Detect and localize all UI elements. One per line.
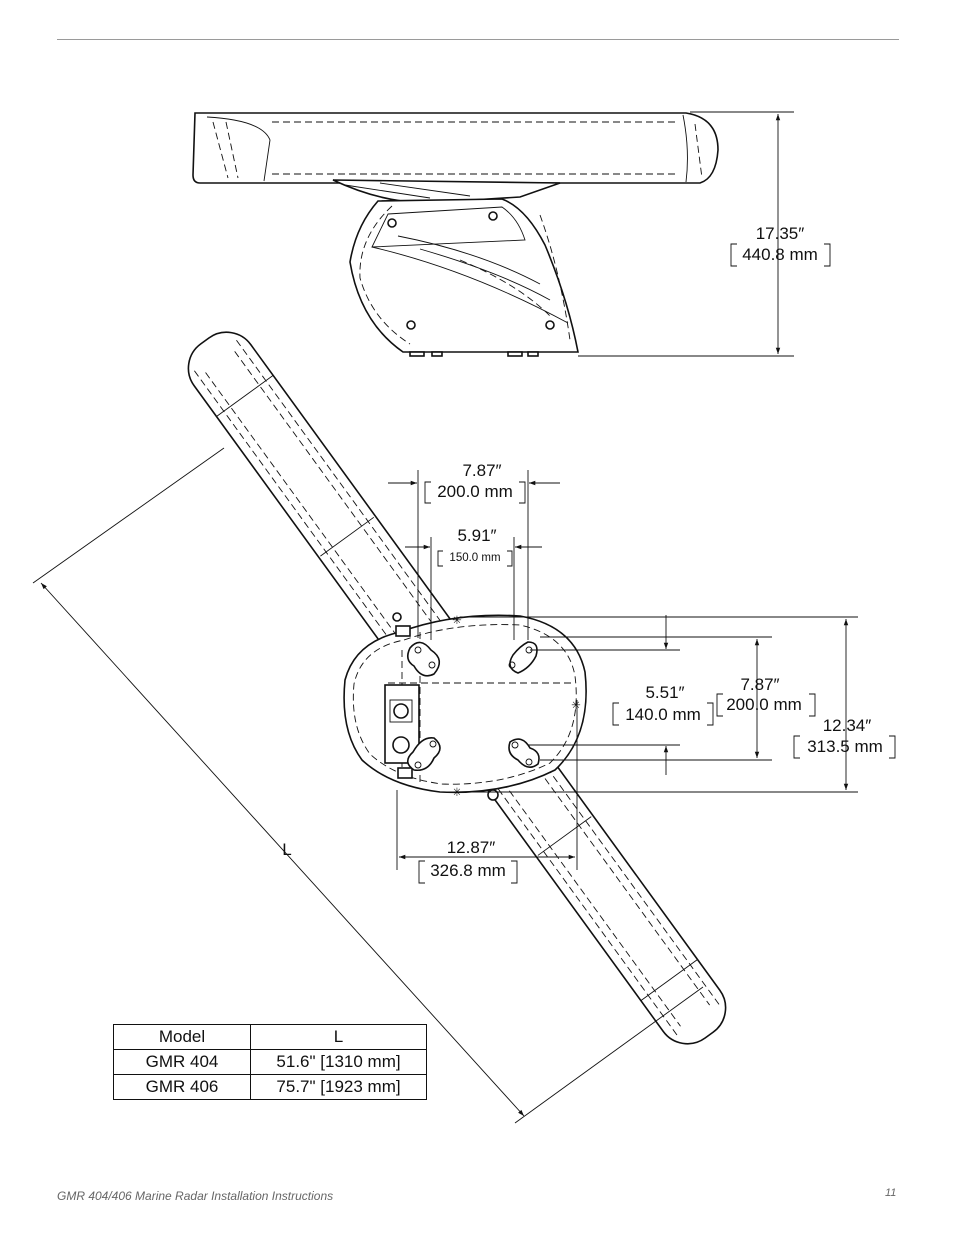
svg-text:✳: ✳: [571, 700, 581, 712]
height-dimension: 17.35″ 440.8 mm: [578, 111, 831, 357]
table-row: GMR 406 75.7" [1923 mm]: [113, 1074, 427, 1100]
base-depth-mm-label: 313.5 mm: [807, 737, 883, 756]
length-dimension: L: [32, 447, 704, 1124]
length-label: L: [282, 840, 291, 859]
bolt-inner-mm-label: 150.0 mm: [449, 552, 500, 564]
table-header-row: Model L: [113, 1024, 427, 1050]
height-in-label: 17.35″: [756, 224, 805, 243]
vert-inner-in-label: 5.51″: [645, 683, 684, 702]
base-width-mm-label: 326.8 mm: [430, 861, 506, 880]
table-header-length: L: [250, 1024, 427, 1050]
vert-outer-in-label: 7.87″: [740, 675, 779, 694]
bolt-outer-in-label: 7.87″: [462, 461, 501, 480]
table-header-model: Model: [113, 1024, 251, 1050]
side-view-radar: [192, 112, 719, 357]
vert-outer-mm-label: 200.0 mm: [726, 695, 802, 714]
table-cell-length: 75.7" [1923 mm]: [250, 1074, 427, 1100]
model-length-table: Model L GMR 404 51.6" [1310 mm] GMR 406 …: [113, 1024, 427, 1100]
vertical-spacing-dimensions: 5.51″ 140.0 mm 7.87″ 200.0 mm 12.34″ 313…: [460, 615, 896, 793]
vert-inner-mm-label: 140.0 mm: [625, 705, 701, 724]
base-width-in-label: 12.87″: [447, 838, 496, 857]
table-cell-model: GMR 406: [113, 1074, 251, 1100]
footer-document-title: GMR 404/406 Marine Radar Installation In…: [57, 1189, 334, 1203]
base-depth-in-label: 12.34″: [823, 716, 872, 735]
height-mm-label: 440.8 mm: [742, 245, 818, 264]
bolt-inner-in-label: 5.91″: [457, 526, 496, 545]
bolt-spacing-dimensions: 7.87″ 200.0 mm 5.91″ 150.0 mm: [388, 461, 560, 640]
table-cell-model: GMR 404: [113, 1049, 251, 1075]
table-cell-length: 51.6" [1310 mm]: [250, 1049, 427, 1075]
header-rule: [57, 39, 899, 40]
svg-text:✳: ✳: [452, 787, 462, 799]
bolt-outer-mm-label: 200.0 mm: [437, 482, 513, 501]
table-row: GMR 404 51.6" [1310 mm]: [113, 1049, 427, 1075]
footer-page-number: 11: [885, 1187, 897, 1199]
